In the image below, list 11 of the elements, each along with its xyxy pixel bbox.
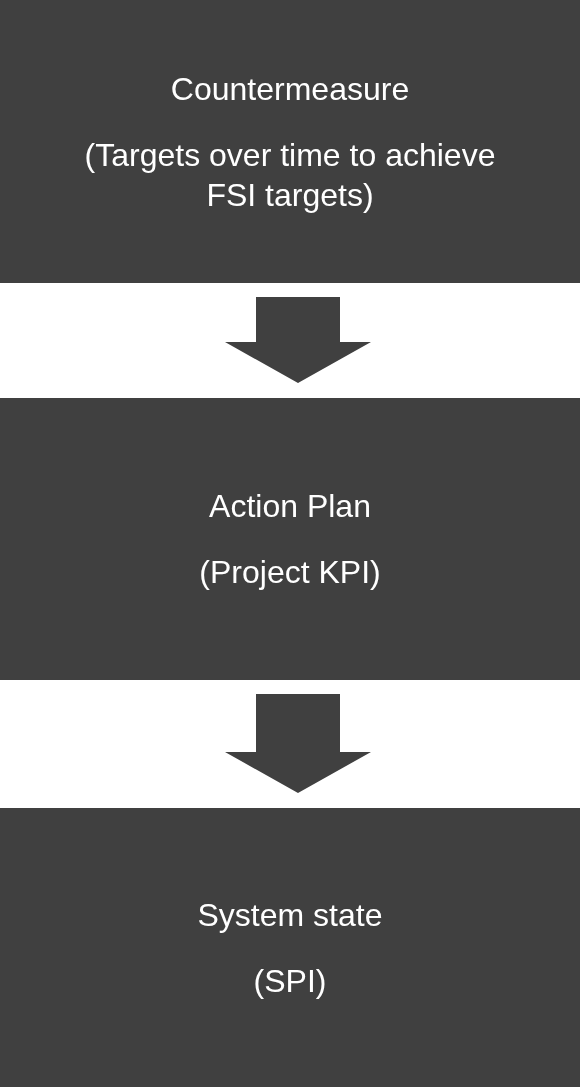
process-box (0, 398, 580, 680)
box-heading: Action Plan (209, 487, 371, 526)
process-box (0, 0, 580, 283)
box-heading: Countermeasure (170, 69, 410, 109)
box-subtext: (Targets over time to achieve FSI targets) (83, 135, 497, 215)
box-heading: System state (197, 895, 383, 935)
box-subtext: (Project KPI) (199, 553, 381, 592)
block-arrow (225, 297, 371, 383)
box-subtext: (SPI) (253, 961, 327, 1001)
process-box (0, 808, 580, 1087)
block-arrow (225, 694, 371, 793)
